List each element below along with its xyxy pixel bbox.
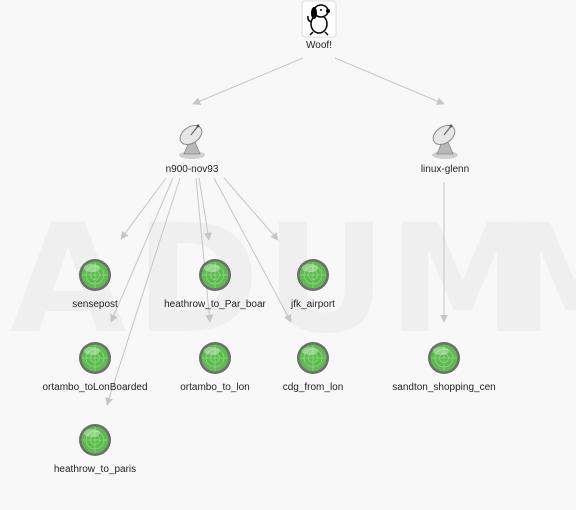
edge-woof-to-n900	[192, 57, 304, 105]
radar-icon	[297, 259, 329, 291]
radar-icon	[199, 342, 231, 374]
snoopy-dog-icon	[301, 0, 337, 38]
satellite-dish-icon	[432, 124, 458, 159]
edge-n900-to-cdg	[213, 177, 292, 323]
node-sandton-shopping-cen[interactable]: sandton_shopping_cen	[392, 341, 496, 397]
node-label: sensepost	[72, 299, 118, 310]
node-label: ortambo_to_lon	[180, 382, 250, 393]
satellite-dish-icon	[179, 124, 205, 159]
node-label: heathrow_to_Par_boar	[164, 299, 266, 310]
node-label: sandton_shopping_cen	[392, 382, 496, 393]
edge-n900-to-heathrow_par	[198, 177, 212, 241]
radar-icon	[79, 424, 111, 456]
node-label: linux-glenn	[420, 164, 470, 175]
radar-icon	[199, 259, 231, 291]
edge-n900-to-ortambo_lon	[195, 177, 214, 323]
edge-woof-to-linux	[334, 57, 445, 105]
edge-n900-to-ortambo_board	[110, 177, 174, 323]
node-linux-glenn[interactable]: linux-glenn	[421, 120, 469, 180]
node-n900-nov93[interactable]: n900-nov93	[166, 120, 218, 180]
node-label: cdg_from_lon	[282, 382, 344, 393]
node-heathrow-to-par-boar[interactable]: heathrow_to_Par_boar	[164, 258, 266, 314]
edge-n900-to-sensepost	[120, 177, 167, 240]
node-woof[interactable]: Woof!	[301, 0, 337, 56]
edge-n900-to-jfk	[223, 177, 279, 241]
node-ortambo-to-lon[interactable]: ortambo_to_lon	[180, 341, 250, 397]
edge-n900-to-heathrow_paris	[105, 177, 181, 406]
node-label: jfk_airport	[291, 299, 335, 310]
radar-icon	[79, 342, 111, 374]
radar-icon	[428, 342, 460, 374]
radar-icon	[79, 259, 111, 291]
node-cdg-from-lon[interactable]: cdg_from_lon	[283, 341, 343, 397]
node-jfk-airport[interactable]: jfk_airport	[291, 258, 335, 314]
node-label: heathrow_to_paris	[53, 464, 137, 475]
node-sensepost[interactable]: sensepost	[72, 258, 118, 314]
node-label: Woof!	[306, 40, 332, 51]
radar-icon	[297, 342, 329, 374]
node-label: n900-nov93	[165, 164, 219, 175]
node-ortambo-tolonboarded[interactable]: ortambo_toLonBoarded	[42, 341, 148, 397]
node-heathrow-to-paris[interactable]: heathrow_to_paris	[54, 423, 136, 479]
node-label: ortambo_toLonBoarded	[42, 382, 148, 393]
